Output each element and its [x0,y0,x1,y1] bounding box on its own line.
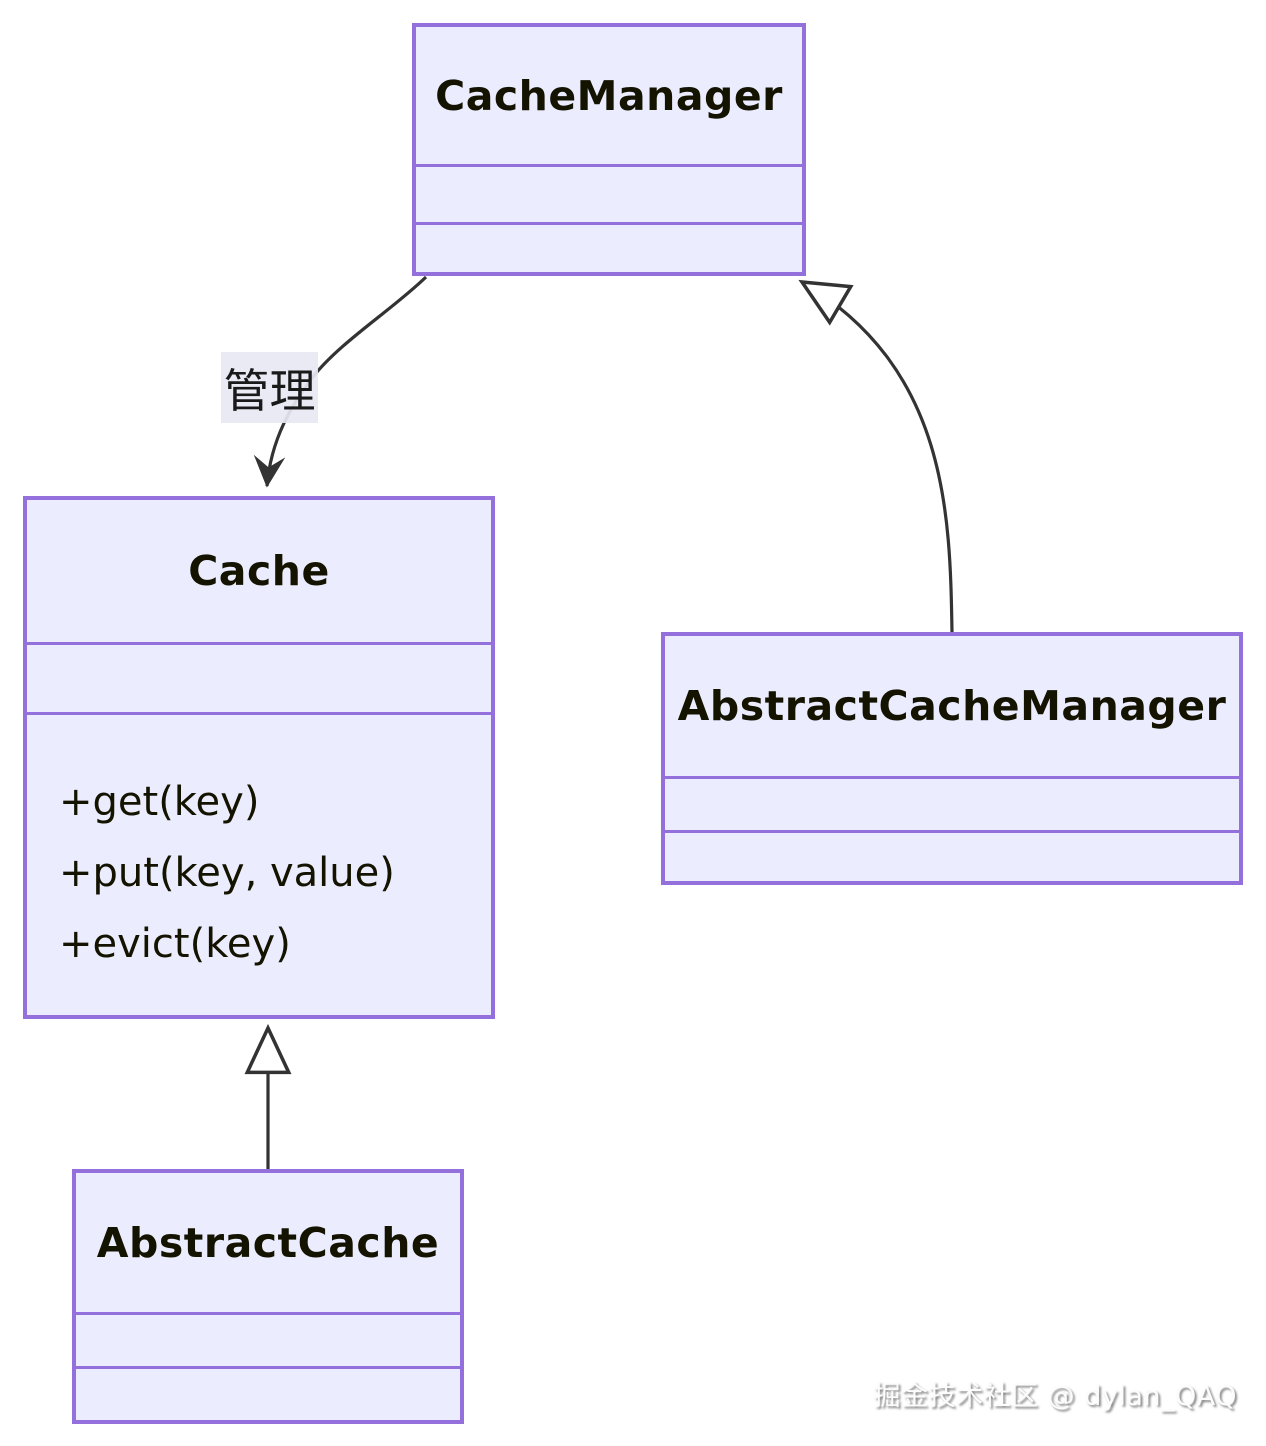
method-evict: +evict(key) [59,921,291,967]
method-get: +get(key) [59,779,260,825]
class-name-cache: Cache [188,547,330,595]
class-attributes-cache [27,642,491,712]
class-name-abstractcache: AbstractCache [96,1218,440,1267]
edge-inheritance-abstractcachemanager [798,279,954,633]
watermark-text: 掘金技术社区 @ dylan_QAQ [873,1381,1237,1412]
class-attributes-abstractcachemanager [665,776,1239,830]
edge-label-manages: 管理 [221,352,318,423]
class-attributes-abstractcache [76,1312,460,1366]
class-node-cache: Cache +get(key) +put(key, value) +evict(… [23,496,495,1019]
class-node-cachemanager: CacheManager [412,23,806,276]
class-methods-cache: +get(key) +put(key, value) +evict(key) [27,712,491,1015]
method-put: +put(key, value) [59,850,395,896]
class-methods-cachemanager [416,222,802,272]
class-node-abstractcachemanager: AbstractCacheManager [661,632,1243,885]
class-name-cachemanager: CacheManager [435,71,783,120]
class-methods-abstractcachemanager [665,830,1239,881]
class-name-abstractcachemanager: AbstractCacheManager [677,682,1227,730]
class-attributes-cachemanager [416,164,802,222]
class-node-abstractcache: AbstractCache [72,1169,464,1424]
class-methods-abstractcache [76,1366,460,1420]
